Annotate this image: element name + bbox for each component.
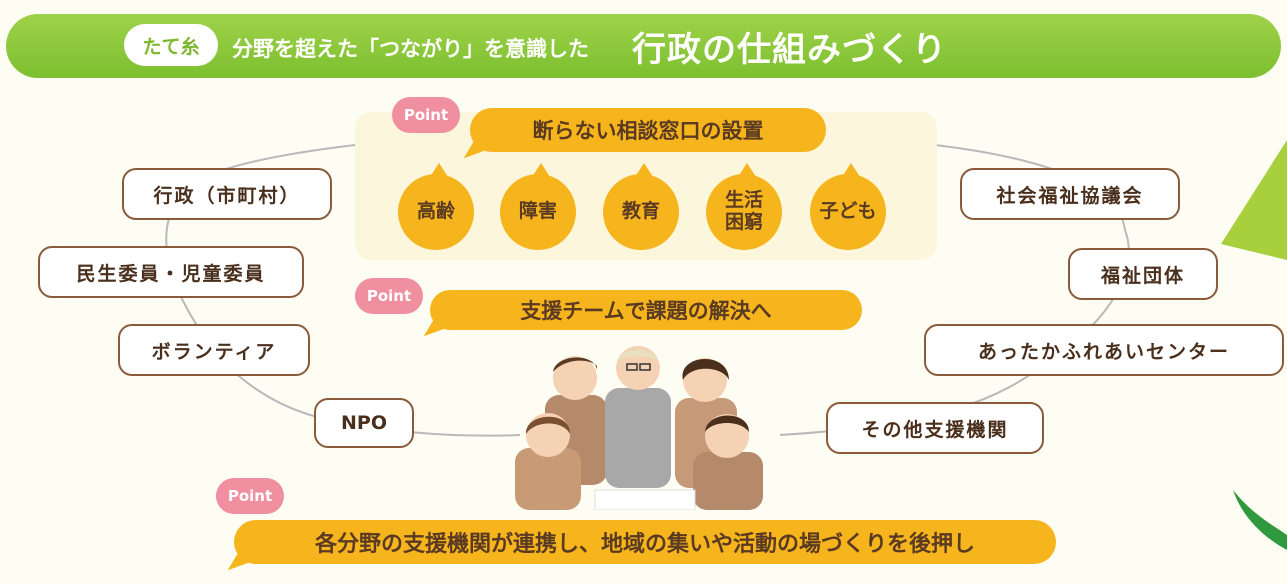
category-children: 子ども bbox=[810, 163, 886, 250]
banner-tag: たて糸 bbox=[124, 24, 218, 66]
point-badge-2: Point bbox=[355, 278, 423, 314]
category-disability: 障害 bbox=[500, 163, 576, 250]
node-welfare-commissioners: 民生委員・児童委員 bbox=[38, 246, 304, 298]
point-label-3: 各分野の支援機関が連携し、地域の集いや活動の場づくりを後押し bbox=[234, 520, 1056, 564]
point-label-2: 支援チームで課題の解決へ bbox=[430, 290, 862, 330]
person-front-right bbox=[693, 414, 763, 510]
header-banner: たて糸 分野を超えた「つながり」を意識した 行政の仕組みづくり bbox=[6, 14, 1281, 78]
point-badge-3: Point bbox=[216, 478, 284, 514]
person-back-center bbox=[605, 346, 671, 488]
banner-title: 行政の仕組みづくり bbox=[632, 30, 947, 70]
banner-subtitle: 分野を超えた「つながり」を意識した bbox=[232, 37, 589, 61]
category-elderly: 高齢 bbox=[398, 163, 474, 250]
support-team-illustration bbox=[515, 346, 763, 510]
node-volunteers: ボランティア bbox=[118, 324, 310, 376]
point-badge-1: Point bbox=[392, 97, 460, 133]
person-front-left bbox=[515, 413, 581, 510]
category-poverty: 生活 困窮 bbox=[706, 163, 782, 250]
node-municipality: 行政（市町村） bbox=[122, 168, 332, 220]
node-other-support-agencies: その他支援機関 bbox=[826, 402, 1044, 454]
leaf-decoration-bottom bbox=[1233, 490, 1287, 550]
leaf-decoration-top bbox=[1221, 140, 1287, 260]
category-education: 教育 bbox=[603, 163, 679, 250]
node-attaka-fureai-center: あったかふれあいセンター bbox=[924, 324, 1284, 376]
point-label-1: 断らない相談窓口の設置 bbox=[470, 108, 826, 152]
node-welfare-groups: 福祉団体 bbox=[1068, 248, 1218, 300]
node-npo: NPO bbox=[314, 398, 414, 448]
node-social-welfare-council: 社会福祉協議会 bbox=[960, 168, 1180, 220]
